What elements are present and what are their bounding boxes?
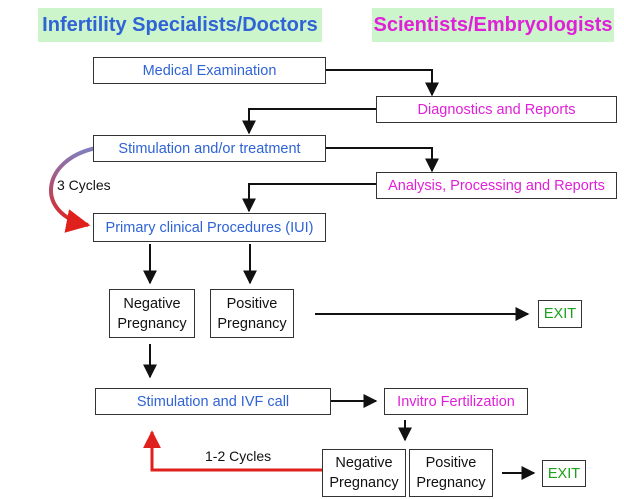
stimulation-treatment-box: Stimulation and/or treatment [93,135,326,162]
primary-procedures-box: Primary clinical Procedures (IUI) [93,213,326,242]
exit-box: EXIT [538,300,582,328]
one-two-cycles-loop-arrow [143,430,322,472]
analysis-processing-box: Analysis, Processing and Reports [376,172,617,199]
three-cycles-loop-arrow [49,146,97,233]
doctors-header: Infertility Specialists/Doctors [38,8,322,42]
positive-pregnancy-box: Positive Pregnancy [210,289,294,338]
negative-pregnancy-box: Negative Pregnancy [109,289,195,338]
exit-box-2: EXIT [542,460,586,487]
one-two-cycles-label: 1-2 Cycles [205,448,272,464]
invitro-fertilization-box: Invitro Fertilization [384,388,528,415]
scientists-header: Scientists/Embryologists [372,8,614,42]
arrow-analysis-to-primary [242,183,376,213]
medical-examination-box: Medical Examination [93,57,326,84]
diagnostics-reports-box: Diagnostics and Reports [376,96,617,123]
three-cycles-label: 3 Cycles [57,177,111,193]
arrow-diagnostics-to-stimulation [242,108,376,135]
negative-pregnancy-box-2: Negative Pregnancy [322,449,406,497]
arrow-stimulation-to-analysis [326,147,439,173]
positive-pregnancy-box-2: Positive Pregnancy [409,449,493,497]
stimulation-ivf-box: Stimulation and IVF call [95,388,331,415]
arrow-exam-to-diagnostics [326,69,439,97]
